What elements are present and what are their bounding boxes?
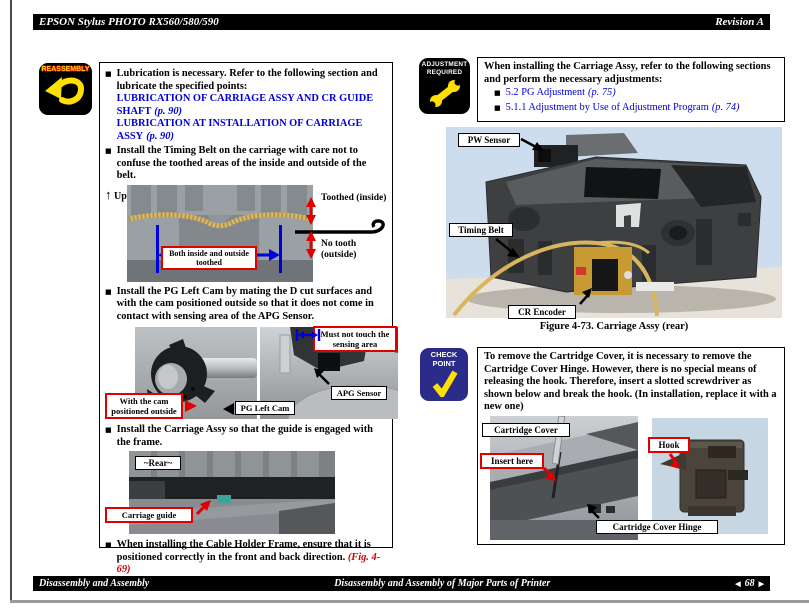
insert-here-arrow [542, 466, 556, 481]
hook-arrow [668, 452, 680, 469]
insert-here-label: Insert here [480, 452, 544, 469]
pg-adjustment-page[interactable]: (p. 75) [588, 87, 616, 98]
rear-label: ~Rear~ [135, 456, 181, 470]
cartridge-cover-hinge-arrow [587, 503, 600, 519]
check-icon [432, 370, 458, 397]
bullet-cable-holder: ■ When installing the Cable Holder Frame… [105, 539, 387, 577]
timing-belt-arrow [495, 238, 520, 258]
reassembly-badge-label: REASSEMBLY [41, 66, 90, 73]
belt-side-diagram: Toothed (inside) No tooth (outside) [295, 193, 389, 279]
lubrication-link-2[interactable]: LUBRICATION AT INSTALLATION OF CARRIAGE … [116, 118, 363, 142]
carriage-guide-diagram: ~Rear~ Carriage guide [105, 451, 387, 537]
hinge-part-photo [652, 417, 768, 534]
adjustment-badge-line1: ADJUSTMENT [421, 61, 468, 68]
bullet-timing-belt: ■ Install the Timing Belt on the carriag… [105, 145, 387, 183]
adjustment-intro: When installing the Carriage Assy, refer… [484, 61, 771, 85]
bullet-pg-left-cam: ■ Install the PG Left Cam by mating the … [105, 286, 387, 324]
pw-sensor-arrow [520, 137, 544, 151]
bullet-carriage-assy: ■ Install the Carriage Assy so that the … [105, 424, 387, 449]
pg-cam-diagram: Must not touch the sensing area APG Sens… [105, 325, 398, 422]
figure-4-69-ref[interactable]: (Fig. 4-69) [116, 551, 381, 576]
cartridge-cover-label: Cartridge Cover [482, 422, 570, 437]
cartridge-cover-hinge-label: Cartridge Cover Hinge [596, 519, 718, 534]
pw-sensor-label: PW Sensor [458, 133, 520, 147]
pg-left-cam-label: PG Left Cam [235, 401, 295, 415]
bullet-square-icon: ■ [105, 541, 112, 549]
apg-sensor-arrow [314, 368, 330, 385]
page-left-border [10, 0, 12, 602]
cam-positioned-outside-label: With the cam positioned outside [105, 393, 183, 419]
adjustment-notebox: When installing the Carriage Assy, refer… [477, 57, 785, 122]
both-toothed-label: Both inside and outside toothed [161, 245, 257, 270]
belt-red-arrows [306, 196, 316, 259]
page-number: 68 [744, 578, 755, 589]
carriage-assy-text: Install the Carriage Assy so that the gu… [116, 424, 373, 448]
bullet-lubrication: ■ Lubrication is necessary. Refer to the… [105, 68, 387, 143]
bullet-square-icon: ■ [105, 70, 112, 78]
checkpoint-text: To remove the Cartridge Cover, it is nec… [484, 351, 777, 412]
checkpoint-notebox: To remove the Cartridge Cover, it is nec… [477, 347, 785, 545]
reassembly-badge: REASSEMBLY [39, 63, 92, 115]
cable-holder-text: When installing the Cable Holder Frame, … [116, 539, 371, 563]
carriage-guide-arrow [195, 500, 211, 516]
apg-sensor-label: APG Sensor [331, 386, 387, 400]
header-revision: Revision A [715, 16, 764, 28]
pg-left-cam-text: Install the PG Left Cam by mating the D … [116, 285, 374, 322]
reassembly-notebox: ■ Lubrication is necessary. Refer to the… [99, 62, 398, 575]
lubrication-link-1-page[interactable]: (p. 90) [154, 105, 182, 117]
bullet-square-icon: ■ [494, 103, 501, 112]
next-page-button[interactable]: ▶ [758, 579, 764, 588]
timing-belt-label: Timing Belt [449, 223, 513, 237]
toothed-inside-label: Toothed (inside) [321, 192, 387, 203]
lubrication-link-1[interactable]: LUBRICATION OF CARRIAGE ASSY AND CR GUID… [116, 93, 374, 117]
no-tooth-outside-label: No tooth (outside) [321, 238, 357, 260]
cr-encoder-arrow [579, 288, 592, 305]
bullet-square-icon: ■ [105, 147, 112, 155]
adjustment-link-row-2: ■ 5.1.1 Adjustment by Use of Adjustment … [494, 102, 778, 115]
adjustment-required-badge: ADJUSTMENT REQUIRED [419, 58, 470, 114]
footer-chapter: Disassembly and Assembly of Major Parts … [334, 578, 551, 589]
checkpoint-badge-line1: CHECK [430, 350, 458, 359]
header-title: EPSON Stylus PHOTO RX560/580/590 [39, 16, 219, 28]
cam-positioned-arrow [185, 400, 197, 412]
timing-belt-text: Install the Timing Belt on the carriage … [116, 145, 367, 181]
check-point-badge: CHECK POINT [420, 348, 468, 401]
pg-left-cam-arrow [223, 403, 234, 415]
bullet-square-icon: ■ [105, 426, 112, 434]
adjustment-link-row-1: ■ 5.2 PG Adjustment(p. 75) [494, 87, 778, 100]
cartridge-cover-diagram: Cartridge Cover Insert here Hook Cartrid… [480, 415, 778, 543]
bullet-square-icon: ■ [494, 89, 501, 97]
sensing-area-measure-icon [295, 329, 321, 341]
prev-page-button[interactable]: ◀ [735, 579, 741, 588]
adjustment-program-link[interactable]: 5.1.1 Adjustment by Use of Adjustment Pr… [505, 101, 709, 113]
cr-encoder-label: CR Encoder [508, 305, 576, 319]
must-not-touch-label: Must not touch the sensing area [313, 326, 397, 352]
footer-bar: Disassembly and Assembly Disassembly and… [33, 576, 770, 591]
footer-section: Disassembly and Assembly [39, 578, 150, 589]
hook-label: Hook [648, 436, 690, 453]
lubrication-link-2-page[interactable]: (p. 90) [146, 130, 174, 142]
header-bar: EPSON Stylus PHOTO RX560/580/590 Revisio… [33, 14, 770, 30]
adjustment-badge-line2: REQUIRED [426, 68, 463, 76]
timing-belt-diagram: ↑ Up [105, 184, 389, 284]
bullet-square-icon: ■ [105, 287, 112, 296]
page-bottom-border [10, 600, 809, 603]
up-direction-label: ↑ Up [105, 186, 127, 202]
figure-caption: Figure 4-73. Carriage Assy (rear) [539, 321, 689, 332]
up-arrow-icon: ↑ [105, 186, 112, 202]
carriage-guide-label: Carriage guide [105, 507, 193, 523]
page-navigation: ◀ 68 ▶ [735, 578, 764, 589]
pg-adjustment-link[interactable]: 5.2 PG Adjustment [505, 87, 586, 98]
checkpoint-badge-line2: POINT [432, 358, 456, 368]
lubrication-text: Lubrication is necessary. Refer to the f… [116, 68, 378, 92]
wrench-icon [427, 78, 462, 108]
timing-belt-photo: Both inside and outside toothed [127, 184, 313, 282]
carriage-assy-rear-photo: PW Sensor Timing Belt CR Encoder [446, 127, 782, 319]
reassembly-arrow-icon [44, 77, 84, 105]
belt-hook-line [295, 218, 385, 234]
adjustment-program-page[interactable]: (p. 74) [711, 101, 740, 113]
